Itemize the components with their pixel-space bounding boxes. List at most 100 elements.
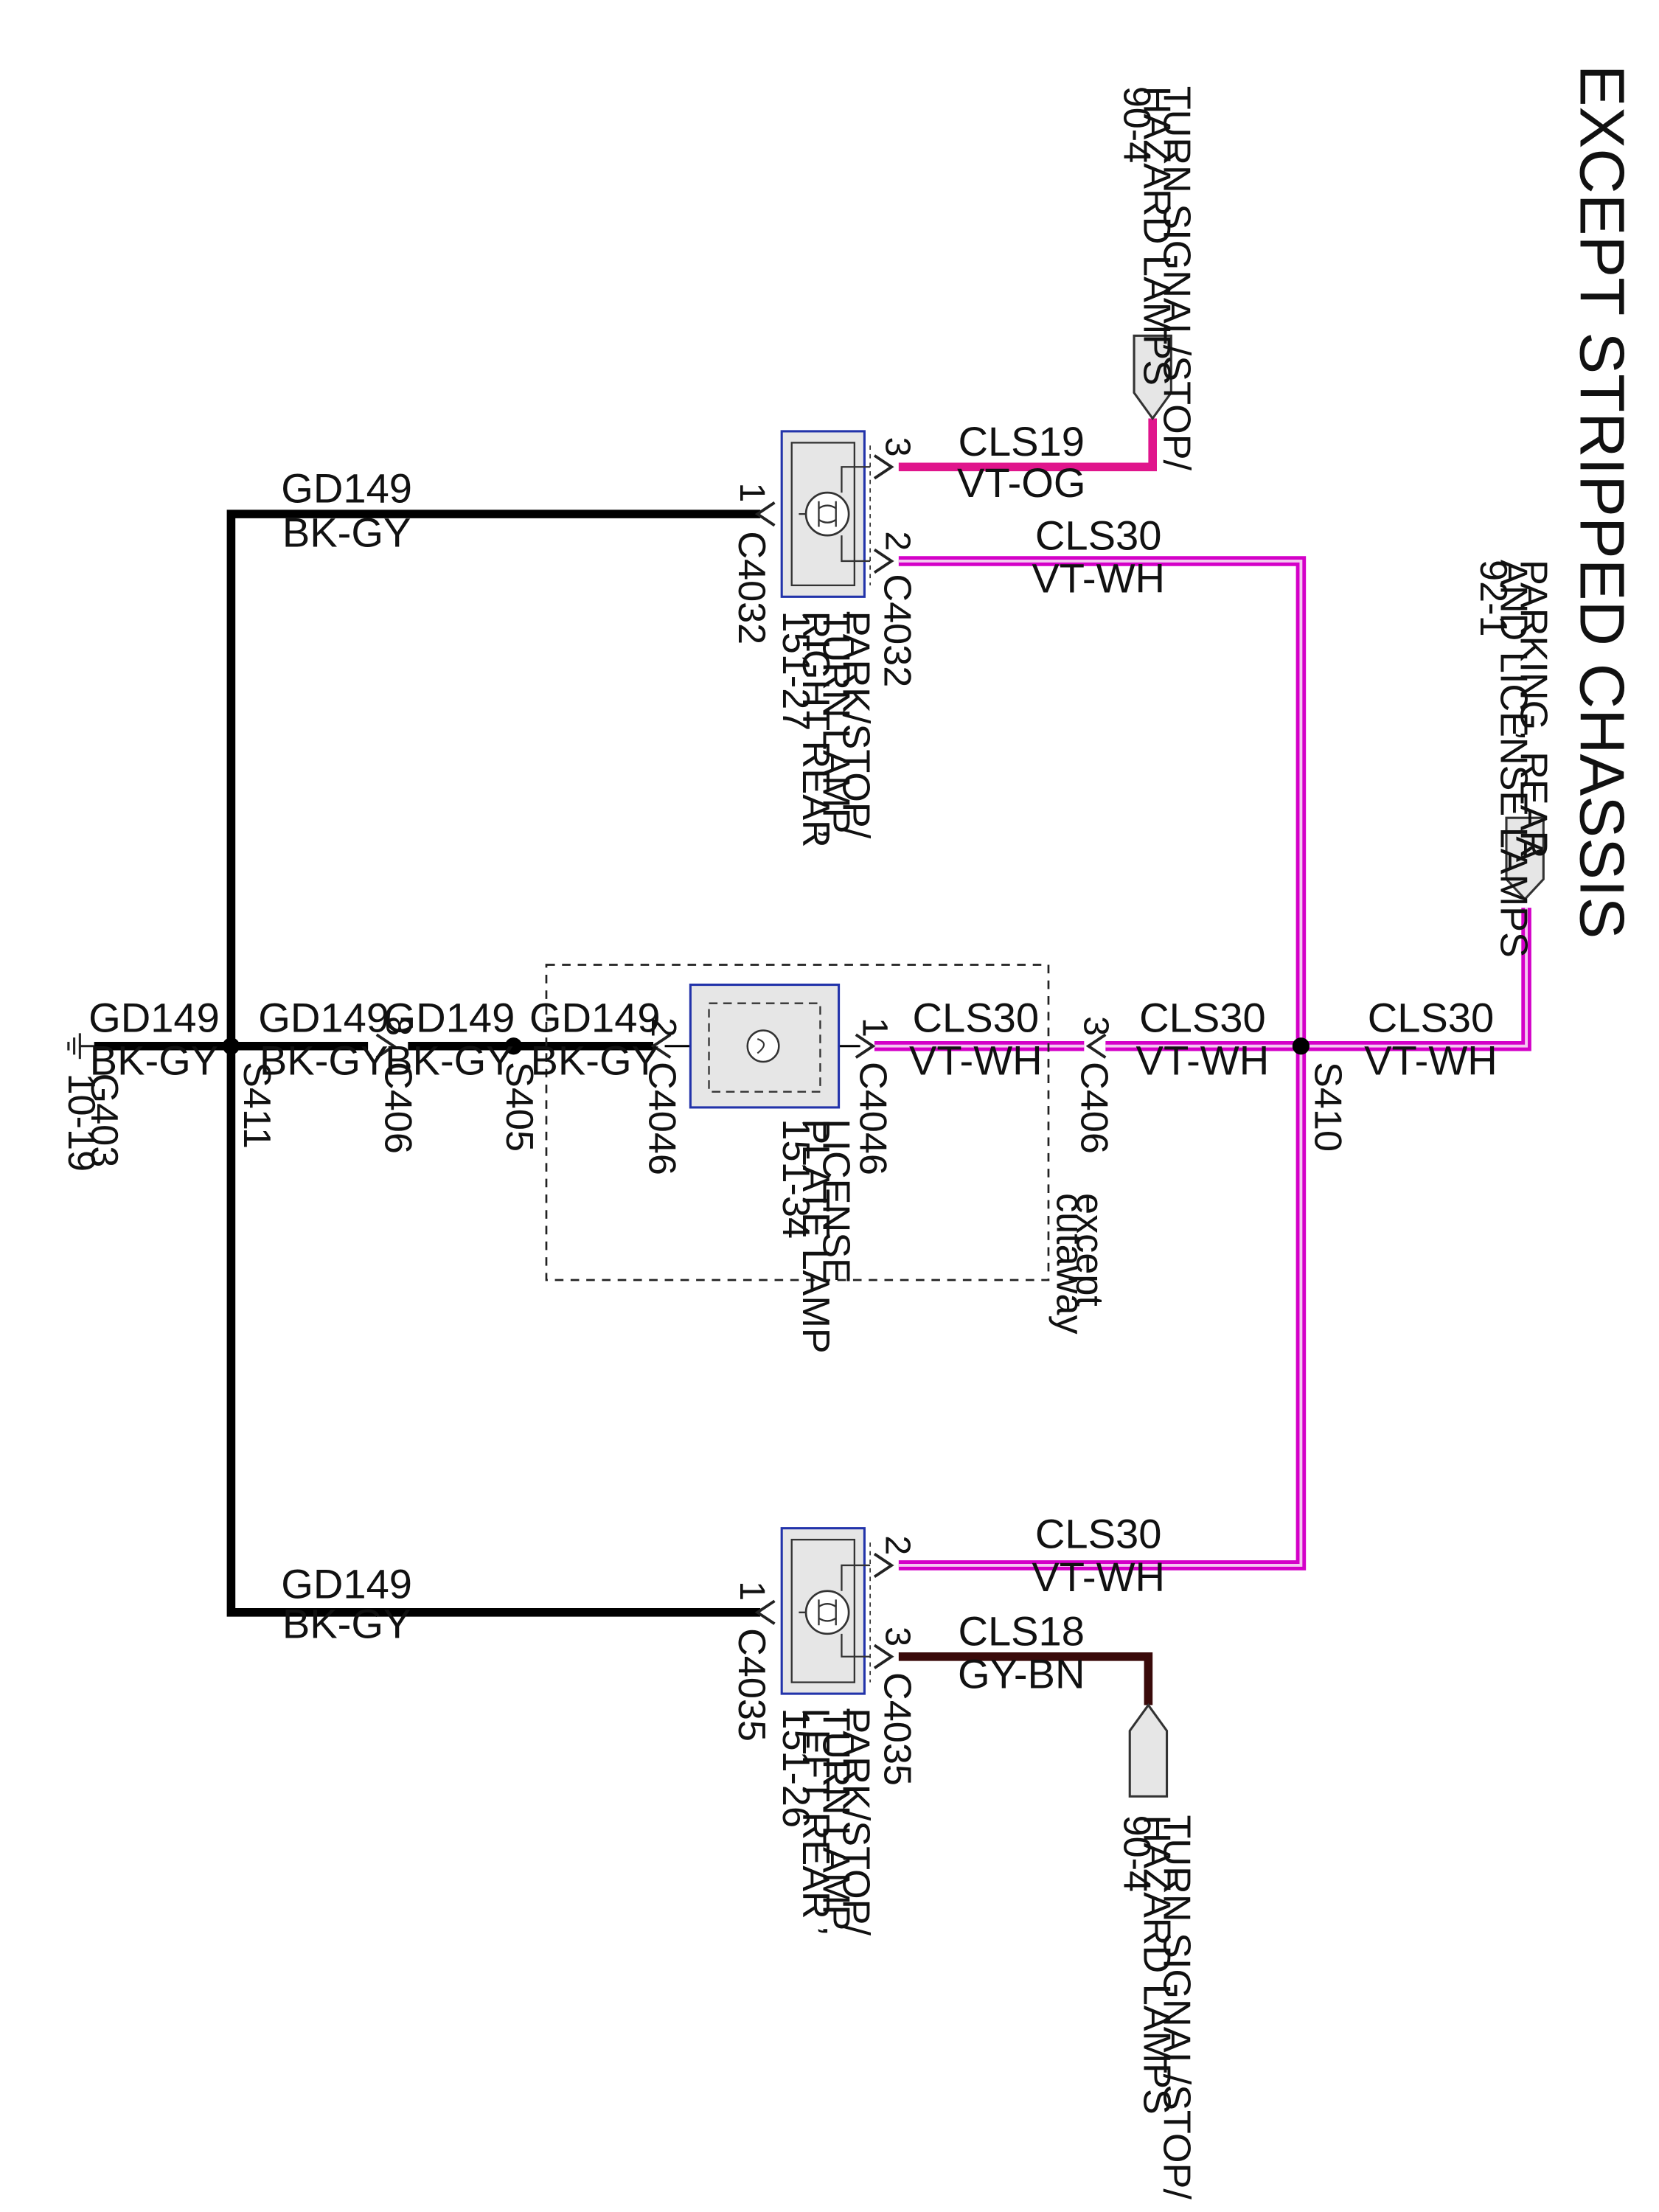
svg-text:151-27: 151-27 xyxy=(774,611,817,731)
page-reference-turn-signal-bottom: TURN SIGNAL/STOP/ HAZARD LAMPS 90-4 xyxy=(1116,1815,1198,2200)
svg-text:TURN LAMP,: TURN LAMP, xyxy=(814,611,857,840)
wire-color-label: VT-OG xyxy=(957,459,1086,506)
svg-text:TURN LAMP,: TURN LAMP, xyxy=(814,1708,857,1936)
circuit-label: CLS18 xyxy=(958,1607,1085,1654)
pin-number: 3 xyxy=(877,1627,917,1646)
female-connector-arrow-icon xyxy=(754,501,776,527)
circuit-label: GD149 xyxy=(281,1560,412,1607)
pin-number: 2 xyxy=(877,531,917,551)
male-connector-arrow-icon xyxy=(375,1033,397,1059)
pin-number: 8 xyxy=(378,1016,418,1036)
wire-color-label: VT-WH xyxy=(1136,1037,1270,1083)
wire-color-label: BK-GY xyxy=(282,1601,411,1647)
pin-number: 1 xyxy=(855,1018,894,1037)
park-stop-turn-lamp-right-rear xyxy=(780,430,872,598)
circuit-label: GD149 xyxy=(529,994,661,1040)
svg-text:PARK/STOP/: PARK/STOP/ xyxy=(834,611,877,839)
connector-id: C4046 xyxy=(852,1062,894,1175)
connector-id: C4035 xyxy=(875,1672,918,1786)
wire-color-label: BK-GY xyxy=(260,1037,389,1083)
circuit-label: CLS30 xyxy=(913,994,1040,1040)
wire-cls18 xyxy=(898,1652,1153,1705)
svg-text:HAZARD LAMPS: HAZARD LAMPS xyxy=(1135,1815,1178,2115)
svg-text:90-4: 90-4 xyxy=(1116,1815,1158,1893)
circuit-label: GD149 xyxy=(258,994,389,1040)
pin-number: 1 xyxy=(732,1581,772,1601)
splice-dot-icon xyxy=(1292,1037,1310,1055)
wire-color-label: VT-WH xyxy=(1364,1037,1498,1083)
wire-color-label: VT-WH xyxy=(909,1037,1043,1083)
female-connector-arrow-icon xyxy=(650,1033,672,1059)
pin-number: 3 xyxy=(877,437,917,457)
splice-dot-icon xyxy=(504,1037,523,1055)
circuit-label: CLS19 xyxy=(958,418,1085,465)
pin-number: 2 xyxy=(644,1018,684,1037)
bulb-icon xyxy=(746,1029,780,1063)
wire-color-label: BK-GY xyxy=(530,1037,659,1083)
svg-text:RIGHT REAR: RIGHT REAR xyxy=(794,611,837,848)
splice-id: S410 xyxy=(1307,1062,1349,1152)
circuit-label: CLS30 xyxy=(1035,1511,1162,1557)
connector-id: C406 xyxy=(376,1062,419,1154)
option-boundary-box xyxy=(545,964,1050,1281)
pin-number: 1 xyxy=(732,483,772,503)
bulb-icon xyxy=(804,1590,850,1635)
ground-page-ref: 10-19 xyxy=(60,1074,102,1172)
wire-cls19 xyxy=(898,418,1158,472)
splice-id: S405 xyxy=(498,1062,540,1152)
male-connector-arrow-icon xyxy=(873,548,894,574)
component-label-license: LICENSE PLATE LAMP 151-34 xyxy=(774,1119,857,1353)
female-connector-arrow-icon xyxy=(1085,1033,1107,1059)
page-reference-parking-lamps: PARKING, REAR AND LICENSE LAMPS 92-1 xyxy=(1472,560,1554,958)
splice-id: S411 xyxy=(235,1062,278,1149)
wire-color-label: BK-GY xyxy=(282,509,411,556)
page-reference-tab-icon xyxy=(1128,1703,1169,1798)
wire-color-label: BK-GY xyxy=(385,1037,514,1083)
ground-id: G403 xyxy=(83,1074,125,1168)
svg-text:LICENSE: LICENSE xyxy=(814,1119,857,1283)
svg-text:LEFT REAR: LEFT REAR xyxy=(794,1708,837,1919)
svg-text:90-4: 90-4 xyxy=(1116,86,1158,164)
connector-id: C406 xyxy=(1072,1062,1115,1154)
circuit-label: GD149 xyxy=(88,994,220,1040)
pin-number: 3 xyxy=(1076,1016,1116,1036)
parking-tab-letter: A xyxy=(1508,836,1551,862)
svg-text:HAZARD LAMPS: HAZARD LAMPS xyxy=(1135,86,1178,386)
svg-text:AND LICENSE LAMPS: AND LICENSE LAMPS xyxy=(1492,560,1534,958)
page-reference-tab-icon xyxy=(1133,334,1172,421)
svg-text:TURN SIGNAL/STOP/: TURN SIGNAL/STOP/ xyxy=(1155,1815,1198,2200)
component-label-right-rear: PARK/STOP/ TURN LAMP, RIGHT REAR 151-27 xyxy=(774,611,877,848)
svg-text:92-1: 92-1 xyxy=(1472,560,1514,637)
pin-number: 2 xyxy=(877,1535,917,1555)
svg-text:151-34: 151-34 xyxy=(774,1119,817,1239)
female-connector-arrow-icon xyxy=(754,1599,776,1625)
svg-text:151-26: 151-26 xyxy=(774,1708,817,1828)
circuit-label: CLS30 xyxy=(1139,994,1266,1040)
wire-color-label: GY-BN xyxy=(958,1650,1085,1697)
connector-id: C4032 xyxy=(730,531,773,644)
circuit-label: CLS30 xyxy=(1035,512,1162,558)
circuit-label: GD149 xyxy=(384,994,515,1040)
svg-text:cutaway: cutaway xyxy=(1048,1193,1091,1335)
page-reference-turn-signal-top: TURN SIGNAL/STOP/ HAZARD LAMPS 90-4 xyxy=(1116,86,1198,471)
component-label-left-rear: PARK/STOP/ TURN LAMP, LEFT REAR 151-26 xyxy=(774,1708,877,1936)
wire-color-label: VT-WH xyxy=(1032,1554,1165,1600)
svg-text:PARKING, REAR: PARKING, REAR xyxy=(1512,560,1554,858)
male-connector-arrow-icon xyxy=(873,1552,894,1579)
diagram-title: EXCEPT STRIPPED CHASSIS xyxy=(1567,65,1637,939)
circuit-label: CLS30 xyxy=(1368,994,1495,1040)
wire-color-label: BK-GY xyxy=(90,1037,219,1083)
splice-dot-icon xyxy=(222,1037,240,1055)
connector-id: C4035 xyxy=(730,1628,773,1742)
wire-cls30 xyxy=(874,556,1531,1571)
connector-id: C4046 xyxy=(640,1062,683,1175)
page-reference-tab-icon xyxy=(1505,816,1545,901)
ground-icon xyxy=(67,1033,94,1060)
license-plate-lamp xyxy=(689,984,841,1109)
svg-text:TURN SIGNAL/STOP/: TURN SIGNAL/STOP/ xyxy=(1155,86,1198,471)
wire-color-label: VT-WH xyxy=(1032,555,1165,602)
connector-id: C4032 xyxy=(875,574,918,687)
svg-text:PLATE LAMP: PLATE LAMP xyxy=(794,1119,837,1353)
circuit-label: GD149 xyxy=(281,465,412,512)
